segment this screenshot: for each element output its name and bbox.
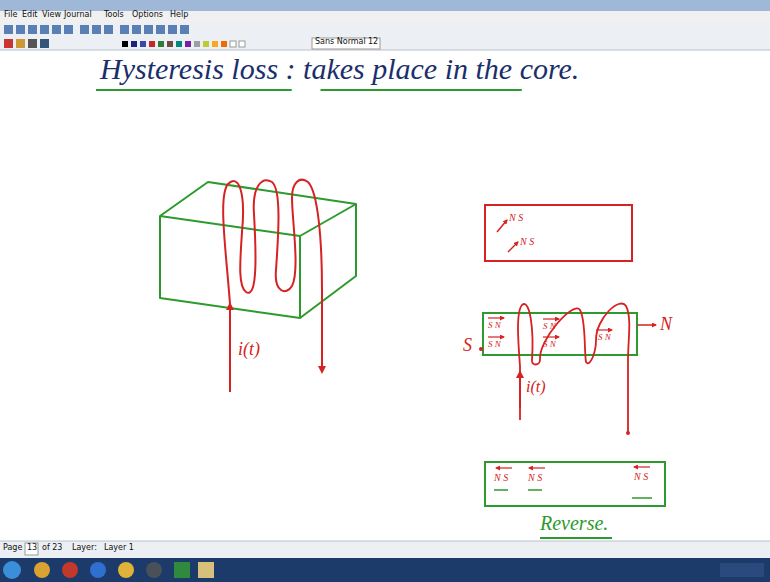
domain-mark: N S xyxy=(634,471,648,482)
pole-label: S xyxy=(463,336,472,356)
font-size: 12 xyxy=(368,38,378,47)
menu-item: Journal xyxy=(64,11,92,20)
domain-mark: S N xyxy=(488,321,501,331)
domain-mark: S N xyxy=(488,340,501,350)
current-label: i(t) xyxy=(238,340,260,360)
core-block xyxy=(160,182,356,318)
domain-mark: N S xyxy=(528,472,542,483)
coil-winding xyxy=(223,180,322,392)
menu-item: Tools xyxy=(104,11,124,20)
menu-item: Help xyxy=(170,11,188,20)
status-text: Layer: xyxy=(72,544,97,553)
annotation: Reverse. xyxy=(540,512,608,534)
page-title: Hysteresis loss : takes place in the cor… xyxy=(100,52,579,86)
page-number: 13 xyxy=(27,544,37,553)
font-name: Sans Normal xyxy=(315,38,366,47)
status-text: of 23 xyxy=(42,544,62,553)
domain-mark: S N xyxy=(598,333,611,343)
title-underlines xyxy=(96,90,522,91)
current-label: i(t) xyxy=(526,378,546,396)
status-text: Layer 1 xyxy=(104,544,134,553)
domain-mark: S N xyxy=(543,340,556,350)
pole-label: N xyxy=(660,315,672,335)
title-underline xyxy=(320,89,521,91)
domain-mark: N S xyxy=(494,472,508,483)
status-text: Page xyxy=(3,544,22,553)
menu-item: View xyxy=(42,11,61,20)
domain-mark: N S xyxy=(520,236,534,247)
domain-mark: S N xyxy=(543,322,556,332)
menu-item: Options xyxy=(132,11,163,20)
menu-item: File xyxy=(4,11,17,20)
magnetised-bar xyxy=(479,304,656,435)
domain-mark: N S xyxy=(509,212,523,223)
unmagnetised-bar xyxy=(485,205,632,261)
title-underline xyxy=(96,89,292,91)
menu-item: Edit xyxy=(22,11,38,20)
reversed-bar xyxy=(485,462,665,538)
